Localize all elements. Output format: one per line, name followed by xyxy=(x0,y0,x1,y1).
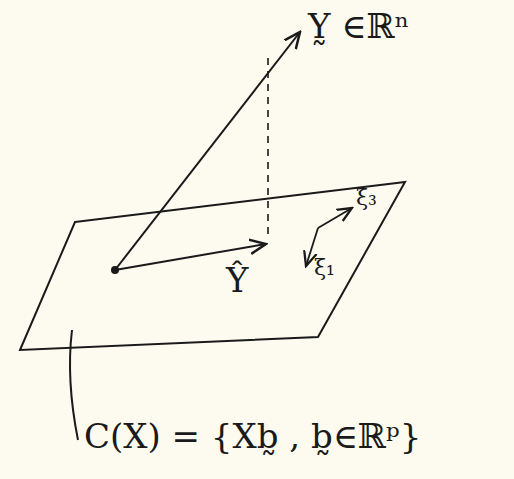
vector-label: Y̰ ∈ℝⁿ xyxy=(308,8,409,45)
projection-line xyxy=(267,58,269,240)
vector-label: Ŷ xyxy=(226,262,248,299)
set-definition: C(X) = {Xb̰ , b̰∈ℝᵖ} xyxy=(84,418,421,455)
y-vector xyxy=(115,32,300,270)
basis-vector xyxy=(318,208,352,228)
column-space-plane xyxy=(20,182,405,350)
basis-label: ξ₁ xyxy=(314,256,335,280)
basis-label: ξ₃ xyxy=(356,186,377,210)
leader-line xyxy=(70,330,78,440)
